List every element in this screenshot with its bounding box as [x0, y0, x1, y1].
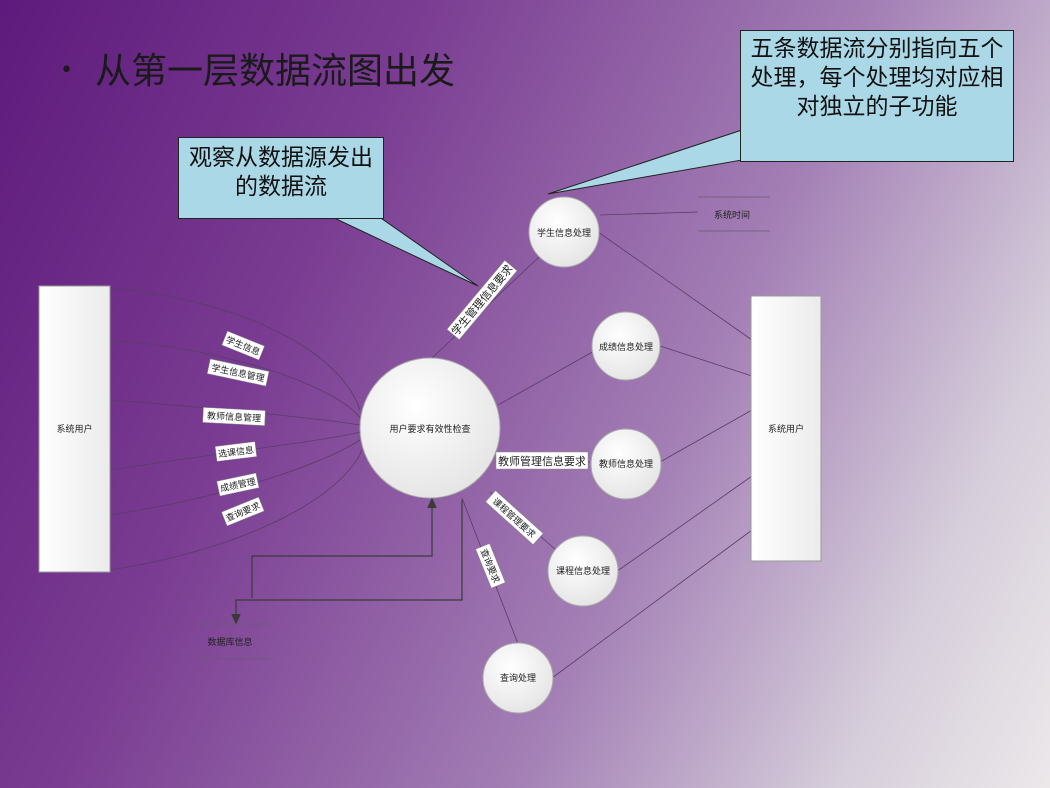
callout-left: 观察从数据源发出的数据流	[178, 137, 384, 219]
input-flow-label: 查询要求	[221, 496, 265, 527]
process-student-label: 学生信息处理	[537, 227, 591, 239]
process-to-entity-lines	[551, 211, 753, 679]
callout-right: 五条数据流分别指向五个处理，每个处理均对应相对独立的子功能	[740, 30, 1014, 162]
datastore-time: 系统时间	[698, 196, 770, 232]
process-center-label: 用户要求有效性检查	[389, 423, 470, 435]
process-grade: 成绩信息处理	[591, 311, 661, 381]
entity-right-label: 系统用户	[768, 423, 804, 435]
process-course-label: 课程信息处理	[556, 565, 610, 577]
output-flow-label-course: 课程管理要求	[485, 490, 544, 545]
svg-text:教师管理信息要求: 教师管理信息要求	[498, 454, 586, 468]
input-flow-label: 学生信息	[221, 330, 265, 361]
slide-title: • 从第一层数据流图出发	[60, 42, 455, 94]
input-flow-label: 学生信息管理	[206, 358, 270, 387]
output-flow-label-teacher: 教师管理信息要求	[495, 451, 589, 470]
entity-left: 系统用户	[38, 285, 111, 573]
callout-left-text: 观察从数据源发出的数据流	[189, 145, 373, 200]
datastore-db: 数据库信息	[198, 623, 270, 660]
input-flow-label: 成绩管理	[216, 472, 260, 497]
callout-right-pointer	[547, 129, 743, 195]
callout-left-pointer	[329, 215, 479, 287]
input-flow-label: 教师信息管理	[202, 407, 266, 426]
svg-text:课程管理要求: 课程管理要求	[490, 495, 538, 540]
process-teacher: 教师信息处理	[590, 428, 662, 500]
process-student: 学生信息处理	[528, 196, 600, 268]
input-flow-lines	[109, 287, 363, 571]
process-course: 课程信息处理	[547, 535, 619, 607]
svg-text:教师信息管理: 教师信息管理	[207, 410, 262, 425]
entity-right: 系统用户	[750, 295, 822, 562]
input-flow-label: 选课信息	[214, 441, 257, 462]
callout-right-text: 五条数据流分别指向五个处理，每个处理均对应相对独立的子功能	[750, 36, 1004, 120]
process-grade-label: 成绩信息处理	[599, 341, 653, 353]
database-connector	[231, 497, 463, 625]
process-center: 用户要求有效性检查	[359, 357, 501, 499]
process-query-label: 查询处理	[500, 672, 536, 684]
entity-left-label: 系统用户	[56, 423, 92, 435]
datastore-db-label: 数据库信息	[207, 636, 252, 648]
title-text: 从第一层数据流图出发	[94, 51, 455, 92]
bullet-icon: •	[60, 58, 73, 83]
datastore-time-label: 系统时间	[714, 209, 750, 221]
process-teacher-label: 教师信息处理	[599, 458, 653, 470]
process-query: 查询处理	[482, 642, 554, 714]
output-flow-label-query: 查询要求	[475, 543, 506, 589]
